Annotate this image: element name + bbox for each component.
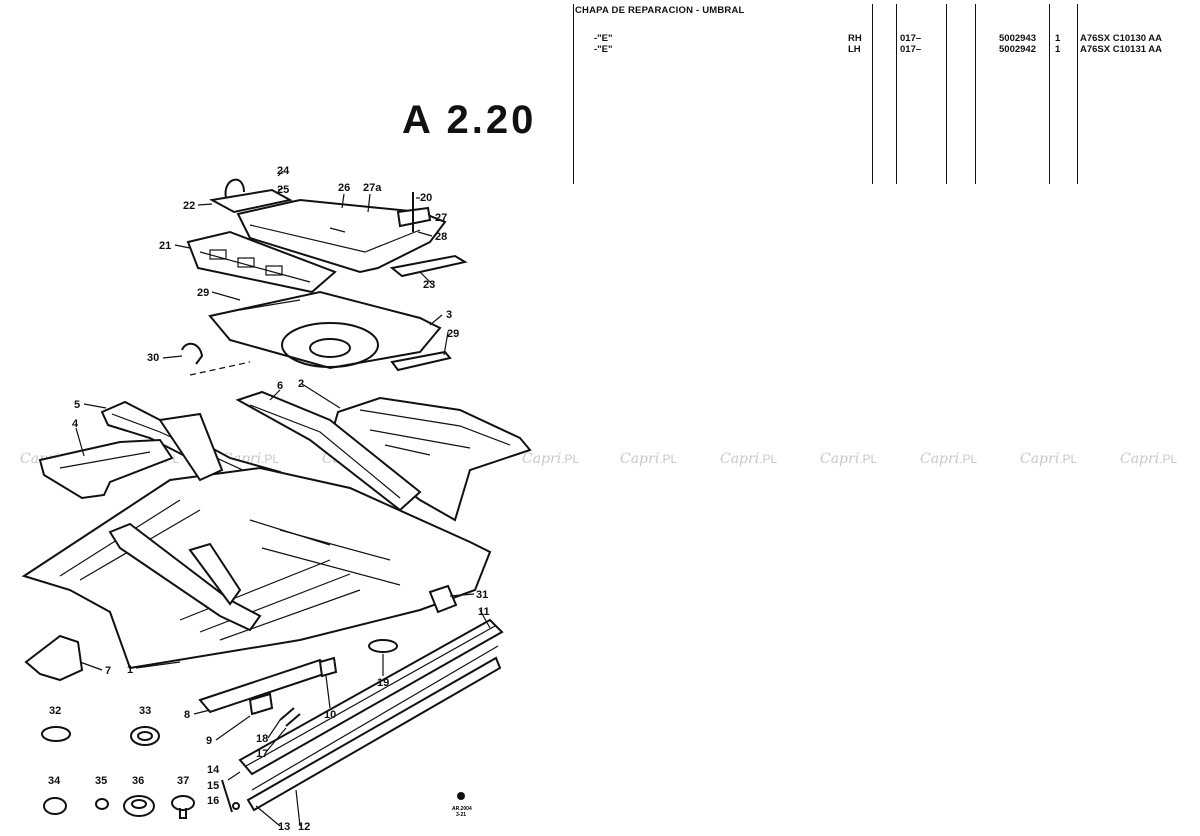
- table-rule: [946, 4, 948, 184]
- svg-text:3-21: 3-21: [456, 812, 466, 818]
- row-1-desc: -"E": [594, 33, 613, 44]
- leader-lines: [75, 170, 491, 827]
- callout-5: 5: [74, 399, 80, 411]
- hinge-bracket: [208, 178, 293, 214]
- callout-10: 10: [324, 709, 336, 721]
- grommet-36: [123, 795, 155, 817]
- callout-20: 20: [420, 192, 432, 204]
- callout-4: 4: [72, 418, 79, 430]
- row-2-ref: A76SX C10131 AA: [1080, 44, 1163, 55]
- parts-table-title: CHAPA DE REPARACION - UMBRAL: [575, 5, 745, 16]
- callout-8: 8: [184, 709, 190, 721]
- callout-25: 25: [277, 184, 289, 196]
- row-1-ref: A76SX C10130 AA: [1080, 33, 1163, 44]
- callout-7: 7: [105, 665, 111, 677]
- callout-3: 3: [446, 309, 452, 321]
- bracket-7: [24, 634, 84, 682]
- callout-14: 14: [207, 764, 220, 776]
- callout-28: 28: [435, 231, 447, 243]
- latch-27: [396, 192, 432, 232]
- watermark: Capri.PL: [920, 451, 978, 467]
- callout-32: 32: [49, 705, 61, 717]
- plug-35: [95, 798, 109, 810]
- svg-text:AR.2004: AR.2004: [452, 806, 472, 812]
- table-rule: [1077, 4, 1079, 184]
- row-2-part-no: 5002942: [999, 44, 1036, 55]
- watermark: Capri.PL: [820, 451, 878, 467]
- callout-23: 23: [423, 279, 435, 291]
- row-1-part-no: 5002943: [999, 33, 1036, 44]
- watermark: Capri.PL: [522, 451, 580, 467]
- callout-36: 36: [132, 775, 144, 787]
- callout-6: 6: [277, 380, 283, 392]
- table-rule: [573, 4, 575, 184]
- callout-33: 33: [139, 705, 151, 717]
- callout-2: 2: [298, 378, 304, 390]
- callout-26: 26: [338, 182, 350, 194]
- floor-pan-1: [21, 412, 492, 670]
- callout-24: 24: [277, 165, 290, 177]
- callout-1: 1: [127, 664, 133, 676]
- table-rule: [872, 4, 874, 184]
- callout-11: 11: [478, 606, 490, 618]
- strip-29: [390, 350, 452, 372]
- callout-27: 27: [435, 212, 447, 224]
- table-rule: [1049, 4, 1051, 184]
- watermark: Capri.PL: [720, 451, 778, 467]
- row-1-side: RH: [848, 33, 862, 44]
- callout-31: 31: [476, 589, 488, 601]
- strip-23: [389, 254, 468, 278]
- clips-17-18: [279, 707, 301, 727]
- row-2-date: 017–: [900, 44, 922, 55]
- row-1-qty: 1: [1055, 33, 1061, 44]
- callout-30: 30: [147, 352, 159, 364]
- callout-29: 29: [447, 328, 459, 340]
- grommet-33: [130, 726, 160, 746]
- section-code: A 2.20: [402, 98, 537, 142]
- callout-35: 35: [95, 775, 107, 787]
- callout-22: 22: [183, 200, 195, 212]
- sill-12: [246, 645, 502, 812]
- callout-9: 9: [206, 735, 212, 747]
- side-rail-6: [235, 390, 422, 512]
- trunk-lid-panel: [236, 198, 447, 274]
- plug-32: [41, 726, 71, 742]
- watermark: Capri.PL: [1120, 451, 1178, 467]
- drawing-stamp: AR.2004 3-21: [452, 792, 472, 818]
- callout-17: 17: [256, 748, 268, 760]
- exploded-diagram: AR.2004 3-21 24 25 26 27a 20 22 27 28 21…: [21, 165, 532, 833]
- table-rule: [975, 4, 977, 184]
- fastener-37: [171, 795, 195, 819]
- callout-34: 34: [48, 775, 61, 787]
- front-rail-4: [38, 438, 174, 500]
- spare-wheel-well-3: [208, 290, 442, 370]
- watermark: Capri.PL: [1020, 451, 1078, 467]
- watermark: Capri.PL: [620, 451, 678, 467]
- row-2-desc: -"E": [594, 44, 613, 55]
- cross-member-21: [186, 230, 337, 294]
- callout-12: 12: [298, 821, 310, 833]
- bracket-31: [428, 584, 458, 614]
- row-2-side: LH: [848, 44, 861, 55]
- plug-34: [43, 797, 67, 815]
- callout-29: 29: [197, 287, 209, 299]
- callout-15: 15: [207, 780, 219, 792]
- callout-37: 37: [177, 775, 189, 787]
- callout-16: 16: [207, 795, 219, 807]
- row-2-qty: 1: [1055, 44, 1061, 55]
- callout-21: 21: [159, 240, 171, 252]
- clips-14-16: [221, 779, 240, 813]
- callout-19: 19: [377, 677, 389, 689]
- callout-18: 18: [256, 733, 268, 745]
- callout-27a: 27a: [363, 182, 382, 194]
- bracket-30: [181, 342, 251, 376]
- table-rule: [896, 4, 898, 184]
- row-1-date: 017–: [900, 33, 922, 44]
- callout-13: 13: [278, 821, 290, 833]
- patch-19: [368, 639, 398, 653]
- sill-11: [238, 618, 504, 776]
- callout-labels: 24 25 26 27a 20 22 27 28 21 23 29 3 29 3…: [48, 165, 490, 833]
- reinforcement-8: [198, 656, 338, 716]
